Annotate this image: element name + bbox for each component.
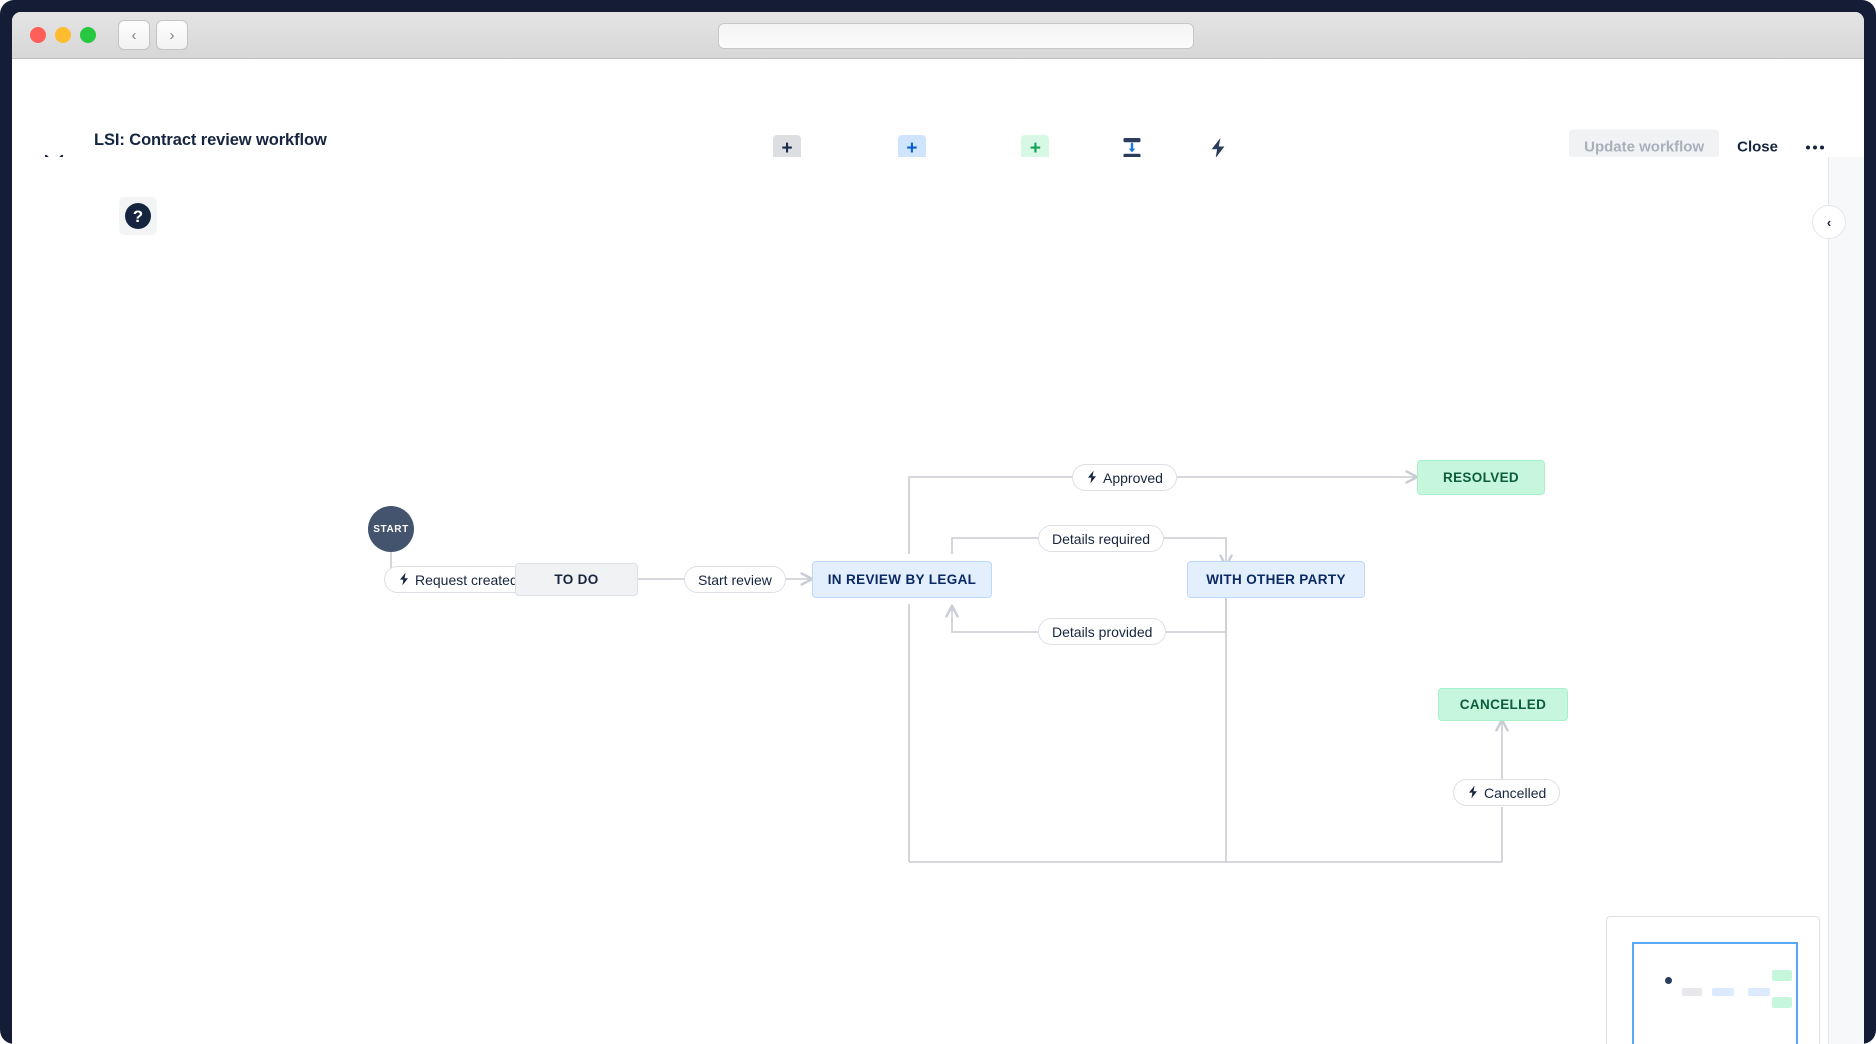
transition-label: Cancelled bbox=[1484, 784, 1547, 801]
browser-nav-buttons: ‹ › bbox=[118, 20, 188, 50]
plus-icon-todo: + bbox=[773, 135, 801, 161]
lightning-icon bbox=[1204, 135, 1232, 161]
traffic-lights bbox=[30, 27, 96, 43]
browser-window-body: ‹ › LSI: Contract review workflow bbox=[12, 12, 1864, 1044]
back-button[interactable]: ‹ bbox=[118, 20, 150, 50]
status-node-in-review-by-legal[interactable]: IN REVIEW BY LEGAL bbox=[812, 561, 992, 598]
transition-details-provided[interactable]: Details provided bbox=[1038, 618, 1167, 645]
minimap-status-resolved bbox=[1772, 970, 1792, 981]
minimap-start-node bbox=[1665, 977, 1672, 984]
transition-approved[interactable]: Approved bbox=[1072, 464, 1177, 491]
plus-icon-done: + bbox=[1021, 135, 1050, 161]
status-node-to-do[interactable]: TO DO bbox=[515, 563, 638, 596]
transition-start-review[interactable]: Start review bbox=[684, 566, 786, 593]
page-title: LSI: Contract review workflow bbox=[94, 131, 327, 149]
lightning-icon bbox=[1467, 785, 1479, 801]
lightning-icon bbox=[398, 572, 410, 588]
transition-label: Details provided bbox=[1052, 623, 1153, 640]
workflow-canvas[interactable]: ? START Request created TO DO Start revi… bbox=[12, 157, 1864, 1044]
chevron-right-icon: › bbox=[169, 26, 175, 44]
transition-request-created[interactable]: Request created bbox=[384, 566, 532, 593]
lightning-icon bbox=[1086, 470, 1098, 486]
window-titlebar: ‹ › bbox=[12, 12, 1864, 59]
minimize-window-button[interactable] bbox=[55, 27, 71, 43]
plus-icon-in-progress: + bbox=[897, 135, 926, 161]
right-panel-rail: ‹ bbox=[1812, 157, 1864, 1044]
status-node-with-other-party[interactable]: WITH OTHER PARTY bbox=[1187, 561, 1365, 598]
workflow-start-node[interactable]: START bbox=[368, 506, 414, 552]
minimap-status-inreview bbox=[1712, 988, 1734, 996]
transition-label: Approved bbox=[1103, 469, 1163, 486]
transition-icon bbox=[1118, 135, 1146, 161]
transition-label: Details required bbox=[1052, 530, 1151, 547]
transition-details-required[interactable]: Details required bbox=[1038, 525, 1165, 552]
status-label: RESOLVED bbox=[1442, 470, 1520, 485]
minimap-status-cancelled bbox=[1772, 997, 1792, 1008]
chevron-left-icon: ‹ bbox=[1826, 214, 1832, 230]
zoom-window-button[interactable] bbox=[80, 27, 96, 43]
transition-label: Start review bbox=[698, 571, 772, 588]
status-node-cancelled[interactable]: CANCELLED bbox=[1438, 688, 1568, 721]
collapse-panel-button[interactable]: ‹ bbox=[1812, 205, 1846, 239]
close-button[interactable]: Close bbox=[1723, 130, 1792, 165]
workflow-minimap[interactable] bbox=[1606, 916, 1820, 1044]
status-label: WITH OTHER PARTY bbox=[1206, 572, 1346, 587]
close-window-button[interactable] bbox=[30, 27, 46, 43]
question-mark-icon: ? bbox=[125, 203, 151, 229]
status-node-resolved[interactable]: RESOLVED bbox=[1417, 460, 1545, 495]
more-options-icon[interactable] bbox=[1796, 130, 1834, 164]
status-label: CANCELLED bbox=[1459, 697, 1547, 712]
status-label: IN REVIEW BY LEGAL bbox=[827, 572, 977, 587]
forward-button[interactable]: › bbox=[156, 20, 188, 50]
chevron-left-icon: ‹ bbox=[131, 26, 137, 44]
minimap-status-todo bbox=[1682, 988, 1702, 996]
transition-cancelled[interactable]: Cancelled bbox=[1453, 779, 1561, 806]
status-label: TO DO bbox=[554, 572, 599, 587]
address-bar[interactable] bbox=[718, 23, 1194, 49]
minimap-status-withparty bbox=[1748, 988, 1770, 996]
help-button[interactable]: ? bbox=[119, 197, 157, 235]
app-header: LSI: Contract review workflow Used in 1 … bbox=[12, 59, 1864, 204]
transition-label: Request created bbox=[415, 571, 518, 588]
workflow-edges bbox=[390, 157, 1864, 863]
